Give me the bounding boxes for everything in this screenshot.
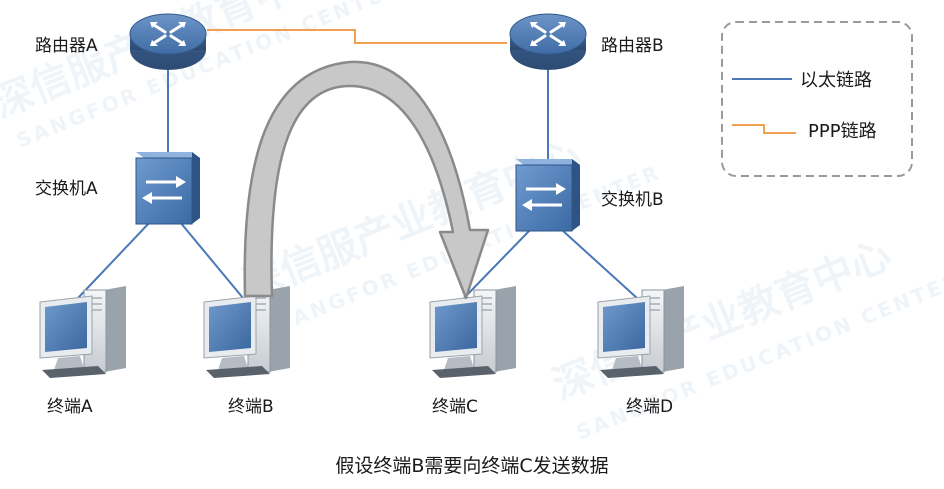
router-a-icon [128,12,208,72]
caption: 假设终端B需要向终端C发送数据 [335,455,608,477]
terminal-b-label: 终端B [228,397,274,417]
switch-b-icon [514,157,582,233]
router-a-label: 路由器A [35,36,98,56]
switch-b-label: 交换机B [601,190,664,210]
switch-a-icon [134,150,202,226]
terminal-c-icon [429,285,517,379]
terminal-d-label: 终端D [626,397,673,417]
legend-ethernet-label: 以太链路 [800,70,872,91]
terminal-a-label: 终端A [47,397,93,417]
legend-ppp-swatch [732,124,796,134]
link-switch-b-terminal-d [561,229,638,299]
legend: 以太链路 PPP链路 [721,21,913,177]
data-flow-arrow [243,60,490,300]
router-b-label: 路由器B [601,36,664,56]
terminal-c-label: 终端C [432,397,478,417]
link-switch-a-terminal-a [77,221,151,299]
terminal-a-icon [39,285,127,379]
link-switch-b-terminal-c [463,229,531,299]
router-b-icon [508,12,588,72]
legend-ppp-label: PPP链路 [808,121,877,142]
links [77,29,638,299]
switch-a-label: 交换机A [35,179,98,199]
ppp-link [207,29,507,44]
link-switch-a-terminal-b [179,221,244,299]
terminal-b-icon [203,285,291,379]
legend-box [721,21,913,177]
